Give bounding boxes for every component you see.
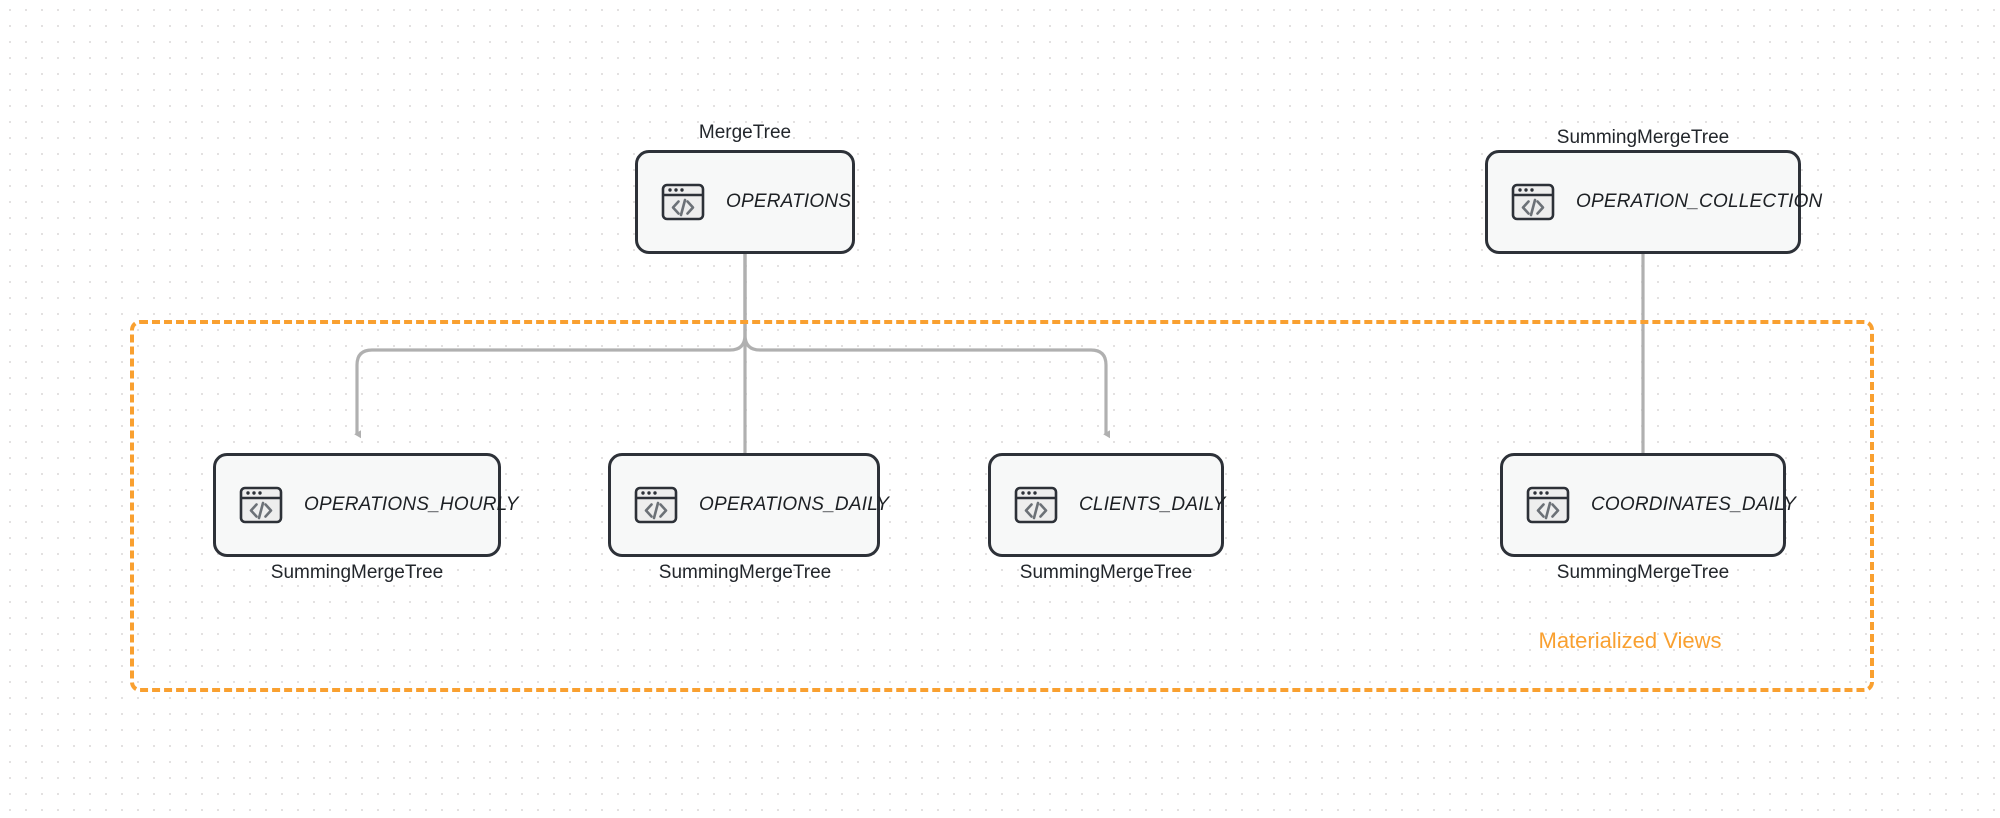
node-label-operations-hourly: OPERATIONS_HOURLY (304, 494, 519, 515)
node-label-coordinates-daily: COORDINATES_DAILY (1591, 494, 1797, 515)
node-label-operations-daily: OPERATIONS_DAILY (699, 494, 890, 515)
node-clients-daily[interactable]: CLIENTS_DAILY (988, 453, 1226, 557)
node-label-operation-collection: OPERATION_COLLECTION (1576, 191, 1823, 212)
code-window-icon (1014, 486, 1058, 524)
node-operations-hourly[interactable]: OPERATIONS_HOURLY (213, 453, 518, 557)
code-window-icon (634, 486, 678, 524)
node-label-clients-daily: CLIENTS_DAILY (1079, 494, 1226, 515)
node-operation-collection[interactable]: OPERATION_COLLECTION (1485, 150, 1822, 254)
code-window-icon (661, 183, 705, 221)
code-window-icon (1511, 183, 1555, 221)
materialized-views-group (130, 320, 1874, 692)
node-label-operations: OPERATIONS (726, 191, 852, 212)
node-caption-operation-collection-engine: SummingMergeTree (1556, 127, 1730, 148)
node-operations-daily[interactable]: OPERATIONS_DAILY (608, 453, 889, 557)
node-caption-clients-daily-engine: SummingMergeTree (1019, 562, 1193, 583)
code-window-icon (1526, 486, 1570, 524)
node-caption-operations-daily-engine: SummingMergeTree (658, 562, 832, 583)
node-operations[interactable]: OPERATIONS (635, 150, 855, 254)
code-window-icon (239, 486, 283, 524)
materialized-views-group-label: Materialized Views (1538, 628, 1722, 653)
node-caption-operations-engine: MergeTree (698, 122, 792, 143)
node-caption-coordinates-daily-engine: SummingMergeTree (1556, 562, 1730, 583)
node-caption-operations-hourly-engine: SummingMergeTree (270, 562, 444, 583)
node-coordinates-daily[interactable]: COORDINATES_DAILY (1500, 453, 1796, 557)
